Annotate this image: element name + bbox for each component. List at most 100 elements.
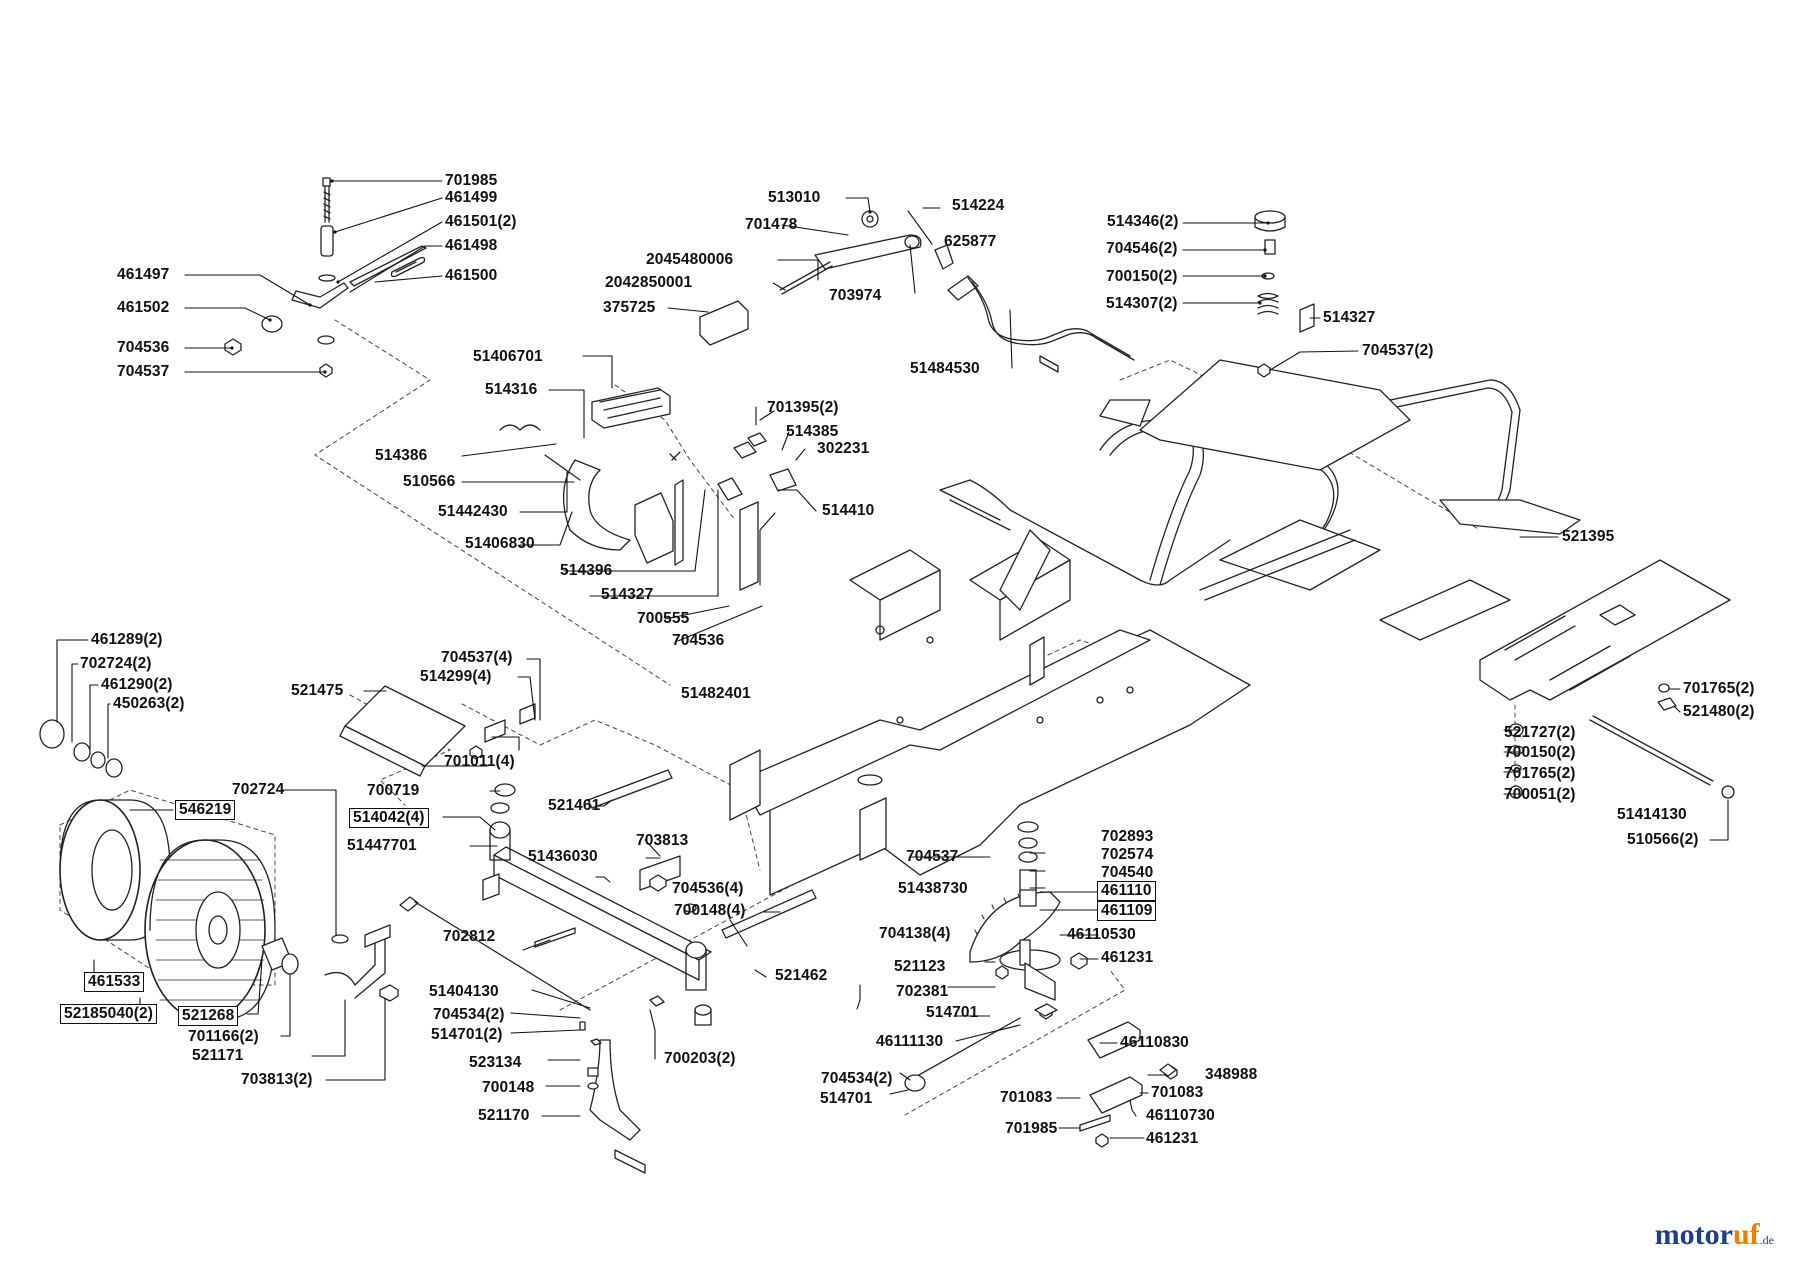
wheel-assembly (39, 719, 591, 1021)
part-number-label: 461500 (445, 267, 498, 284)
part-number-label: 514701 (820, 1090, 873, 1107)
part-number-label: 461533 (84, 972, 145, 992)
part-number-label: 510566 (403, 473, 456, 490)
part-number-label: 701083 (1000, 1089, 1053, 1106)
part-number-label: 514307(2) (1106, 295, 1178, 312)
part-number-label: 461231 (1146, 1130, 1199, 1147)
part-number-label: 2045480006 (646, 251, 734, 268)
part-number-label: 702724 (232, 781, 285, 798)
part-number-label: 700148(4) (674, 902, 746, 919)
part-number-label: 450263(2) (113, 695, 185, 712)
part-number-label: 703813 (636, 832, 689, 849)
part-number-label: 521123 (894, 958, 946, 975)
part-number-label: 514327 (1323, 309, 1376, 326)
part-number-label: 461498 (445, 237, 498, 254)
part-number-label: 52185040(2) (60, 1004, 158, 1024)
part-number-label: 461231 (1101, 949, 1154, 966)
part-number-label: 521461 (548, 797, 601, 814)
part-number-label: 521171 (192, 1047, 244, 1064)
part-number-label: 701765(2) (1683, 680, 1755, 697)
part-number-label: 702724(2) (80, 655, 152, 672)
part-number-label: 704537(2) (1362, 342, 1434, 359)
part-number-label: 701765(2) (1504, 765, 1576, 782)
part-number-label: 461499 (445, 189, 498, 206)
part-number-label: 523134 (469, 1054, 522, 1071)
part-number-label: 701011(4) (444, 753, 515, 770)
part-number-label: 701985 (445, 172, 498, 189)
leader-lines (56, 180, 1729, 1139)
part-number-label: 46110530 (1067, 926, 1136, 943)
part-number-label: 702574 (1101, 846, 1154, 863)
part-number-label: 546219 (175, 800, 236, 820)
part-number-label: 348988 (1205, 1066, 1258, 1083)
part-number-label: 702893 (1101, 828, 1154, 845)
part-number-label: 514042(4) (349, 808, 429, 828)
part-number-label: 514316 (485, 381, 538, 398)
part-number-label: 625877 (944, 233, 997, 250)
part-number-label: 461502 (117, 299, 170, 316)
part-number-label: 521727(2) (1504, 724, 1576, 741)
part-number-label: 704534(2) (821, 1070, 893, 1087)
part-number-label: 461110 (1097, 881, 1156, 901)
front-axle-assembly (482, 769, 817, 1026)
part-number-label: 521475 (291, 682, 344, 699)
part-number-label: 521395 (1562, 528, 1615, 545)
part-number-label: 514386 (375, 447, 428, 464)
part-number-label: 704534(2) (433, 1006, 505, 1023)
part-number-label: 46110830 (1120, 1034, 1189, 1051)
part-number-label: 514346(2) (1107, 213, 1179, 230)
part-number-label: 51414130 (1617, 806, 1687, 823)
part-number-label: 700051(2) (1504, 786, 1576, 803)
leader-arrowheads (230, 179, 1270, 374)
part-number-label: 51484530 (910, 360, 980, 377)
part-number-label: 510566(2) (1627, 831, 1699, 848)
part-number-label: 704536 (672, 632, 725, 649)
part-number-label: 51406701 (473, 348, 543, 365)
chassis-frame (729, 359, 1581, 896)
part-number-label: 51442430 (438, 503, 508, 520)
part-number-label: 700148 (482, 1079, 535, 1096)
part-number-label: 521268 (178, 1006, 239, 1026)
part-number-label: 51482401 (681, 685, 751, 702)
pedal-assembly (499, 387, 797, 591)
part-number-label: 461497 (117, 266, 170, 283)
part-number-label: 46111130 (876, 1033, 944, 1050)
part-number-label: 514701(2) (431, 1026, 503, 1043)
footboard-parts (339, 685, 536, 797)
part-number-label: 461501(2) (445, 213, 517, 230)
part-number-label: 302231 (817, 440, 870, 457)
part-number-label: 701478 (745, 216, 798, 233)
part-number-label: 514327 (601, 586, 654, 603)
part-number-label: 700150(2) (1504, 744, 1576, 761)
part-number-label: 51438730 (898, 880, 968, 897)
part-number-label: 513010 (768, 189, 821, 206)
part-number-label: 461109 (1097, 901, 1157, 921)
seat-lever-assembly (224, 177, 427, 378)
part-number-label: 704536(4) (672, 880, 744, 897)
part-number-label: 51404130 (429, 983, 499, 1000)
watermark-logo: motoruf.de (1654, 1218, 1774, 1251)
rear-plate-assembly (1479, 559, 1735, 799)
part-number-label: 701985 (1005, 1120, 1058, 1137)
part-number-label: 521462 (775, 967, 828, 984)
part-number-label: 461289(2) (91, 631, 163, 648)
part-number-label: 514299(4) (420, 668, 492, 685)
part-number-label: 514224 (952, 197, 1005, 214)
part-number-label: 514701 (926, 1004, 979, 1021)
part-number-label: 704537 (117, 363, 170, 380)
part-number-label: 514410 (822, 502, 875, 519)
part-number-label: 702381 (896, 983, 949, 1000)
part-number-label: 51436030 (528, 848, 598, 865)
part-number-label: 701083 (1151, 1084, 1204, 1101)
part-number-label: 514385 (786, 423, 839, 440)
part-number-label: 703813(2) (241, 1071, 313, 1088)
part-number-label: 703974 (829, 287, 882, 304)
part-number-label: 461290(2) (101, 676, 173, 693)
part-number-label: 700203(2) (664, 1050, 736, 1067)
part-number-label: 700555 (637, 610, 690, 627)
steering-assembly (579, 821, 1178, 1174)
part-number-label: 514396 (560, 562, 613, 579)
part-number-label: 702812 (443, 928, 496, 945)
